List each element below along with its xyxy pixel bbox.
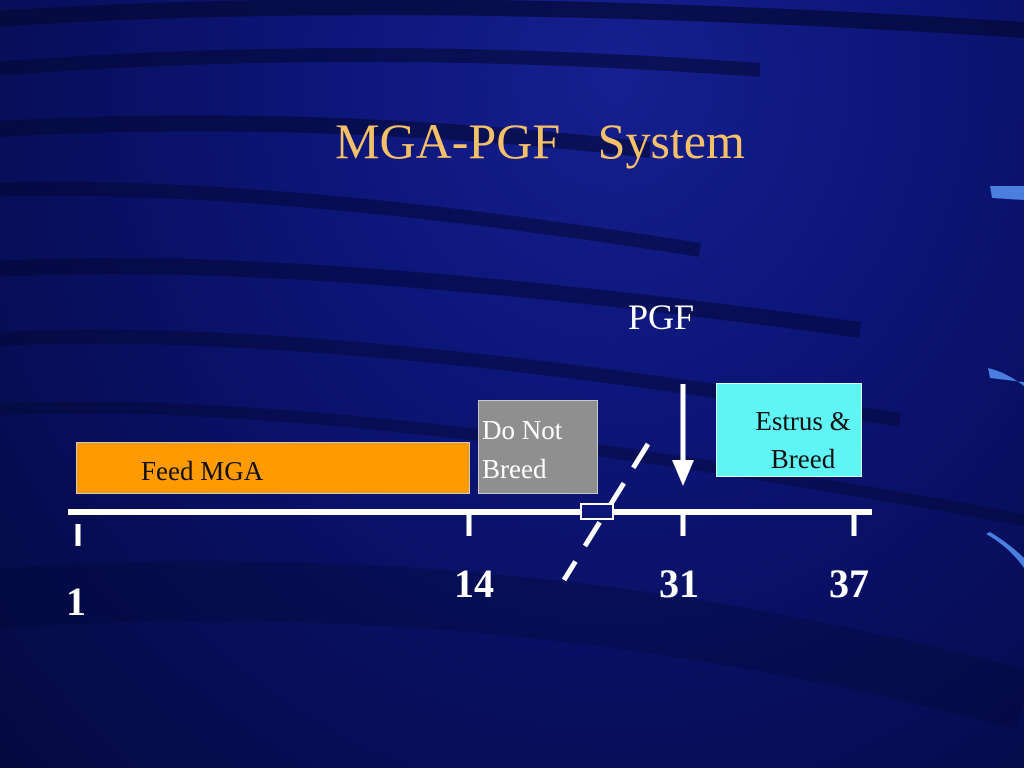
day-label-37: 37: [829, 561, 869, 606]
day-label-31: 31: [659, 561, 699, 606]
feed-mga-label: Feed MGA: [141, 456, 264, 486]
estrus-breed-box: Estrus & Breed: [716, 383, 862, 477]
estrus-breed-label: Estrus & Breed: [755, 406, 851, 474]
day-label-14: 14: [454, 561, 494, 606]
pgf-label: PGF: [628, 297, 695, 337]
timeline-break-dashed-line: [561, 442, 651, 582]
do-not-breed-box: Do Not Breed: [478, 400, 598, 494]
day-label-1: 1: [66, 579, 86, 624]
pgf-arrow-head: [672, 460, 694, 486]
feed-mga-box: Feed MGA: [76, 442, 470, 494]
timeline-break-marker: [580, 503, 614, 520]
edge-accent: [986, 532, 1024, 568]
edge-accent: [988, 368, 1024, 386]
slide-title: MGA-PGF System: [335, 113, 745, 169]
do-not-breed-label: Do Not Breed: [482, 415, 563, 484]
edge-accent: [990, 186, 1024, 200]
